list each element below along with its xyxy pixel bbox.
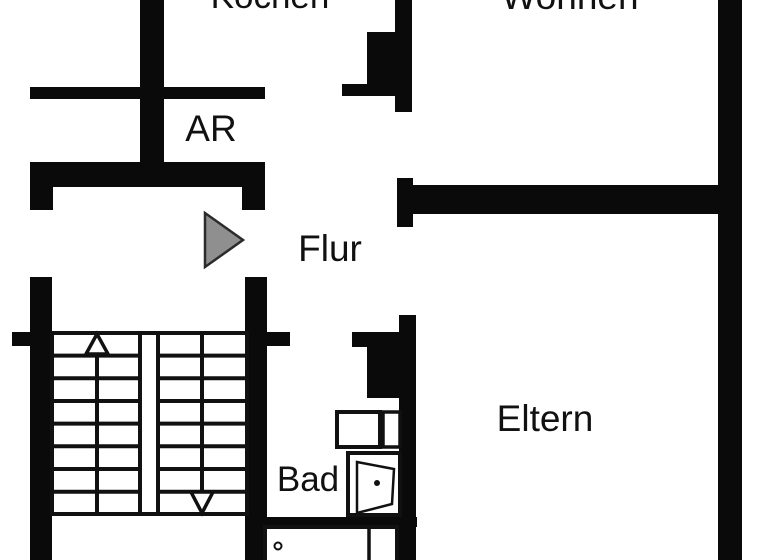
- toilet-icon: [381, 410, 402, 449]
- stairs-down-arrow-icon: [188, 490, 216, 517]
- door-icon: [346, 451, 402, 517]
- wall-stub-kitchen: [342, 84, 395, 96]
- wall-stub-stair-top-left: [12, 332, 52, 346]
- shaft-kitchen-block: [367, 32, 402, 93]
- wall-right-outer: [718, 0, 742, 560]
- label-room-storage: AR: [185, 108, 236, 149]
- label-room-parents: Eltern: [497, 398, 594, 439]
- wall-bath-parents-divider: [399, 315, 416, 560]
- stairs-up-arrow-icon: [83, 330, 111, 356]
- shaft-bath-block: [367, 347, 399, 398]
- door-leaf: [355, 460, 396, 515]
- wall-ar-bottom-left-cap: [30, 162, 53, 210]
- shaft-bath-stub: [352, 332, 399, 347]
- bathtub-icon: [263, 525, 399, 560]
- label-room-bathroom: Bad: [277, 460, 339, 499]
- entrance-arrow-icon: [203, 210, 246, 270]
- wall-living-parents-divider: [413, 185, 720, 214]
- wall-bath-bottom-thin: [262, 517, 417, 527]
- label-room-kitchen: Kochen: [211, 0, 330, 16]
- room-labels: Kochen Wohnen AR Flur Eltern Bad: [185, 0, 638, 499]
- label-room-living: Wohnen: [501, 0, 638, 17]
- staircase: [50, 330, 249, 517]
- wall-ar-bottom-thick: [30, 162, 265, 187]
- wall-kitchen-ar-divider-thin: [30, 87, 265, 99]
- door-handle-dot: [374, 480, 380, 486]
- washbasin-icon: [335, 410, 382, 449]
- wall-ar-bottom-right-cap: [242, 162, 265, 210]
- wall-living-parents-left-cap: [397, 178, 413, 227]
- wall-left-outer-lower: [30, 277, 52, 560]
- label-room-hallway: Flur: [298, 228, 362, 269]
- wall-kitchen-left-vertical: [140, 0, 164, 165]
- bathroom-fixtures: [263, 410, 402, 560]
- walls: [12, 0, 742, 560]
- bathtub-drain-circle: [273, 541, 283, 551]
- wall-stub-stair-top-right: [245, 332, 290, 346]
- staircase-right-flight-treads: [158, 333, 247, 494]
- wall-stairwell-right: [245, 277, 267, 560]
